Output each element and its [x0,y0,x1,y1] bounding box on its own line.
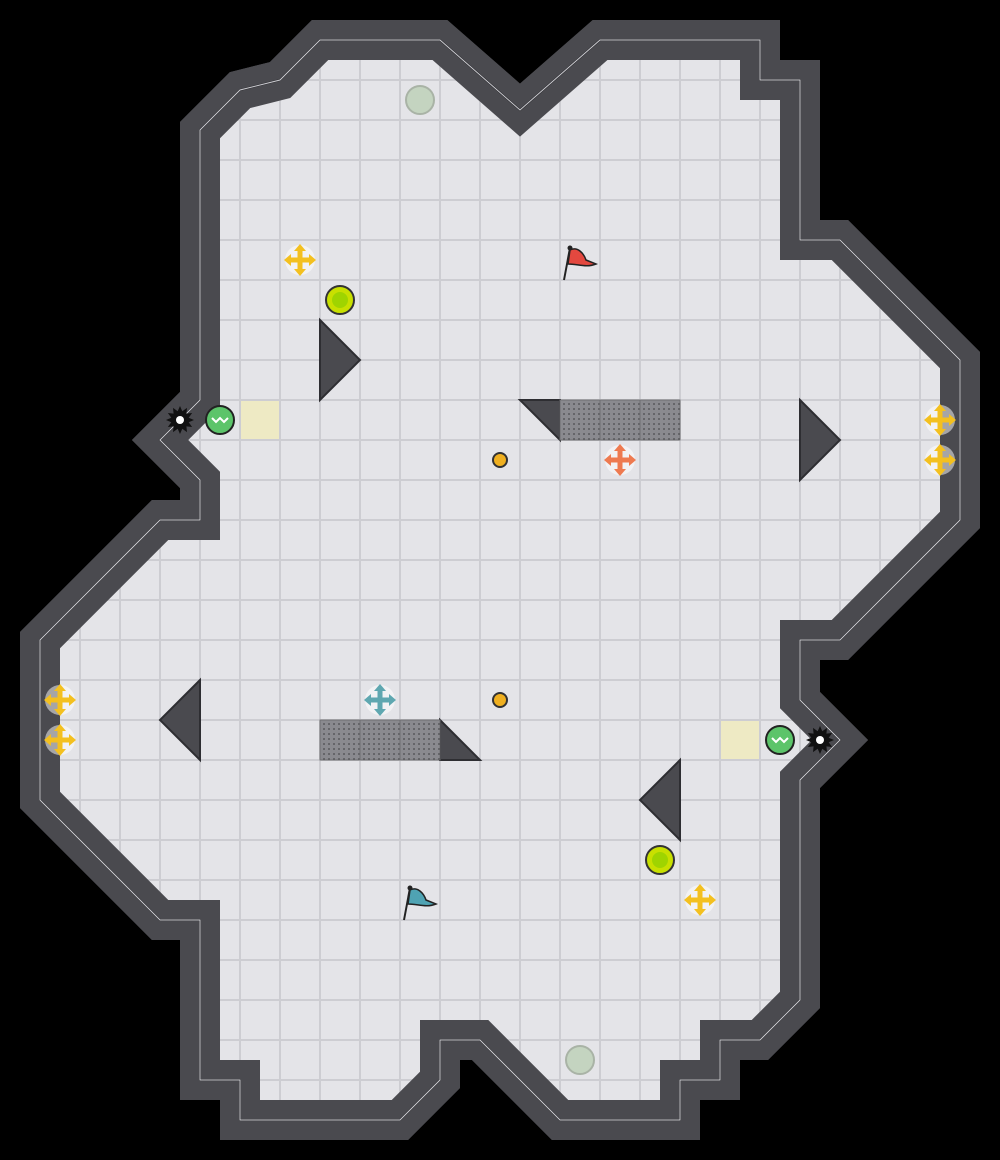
boost-arrows-icon [44,684,76,716]
marker-tile [721,721,759,759]
gate-icon [319,719,361,761]
spiked-bomb-icon [166,406,194,434]
spiked-bomb-icon [806,726,834,754]
flag-icon [403,885,439,921]
button-dot-icon [492,452,508,468]
powerup-orb-icon [325,285,355,315]
boost-arrows-icon [604,444,636,476]
gate-icon [359,719,401,761]
gate-icon [599,399,641,441]
gate-icon [399,719,441,761]
spike-icon [765,725,795,755]
boost-arrows-icon [364,684,396,716]
flag-icon [563,245,599,281]
marker-tile [241,401,279,439]
wall-spike-block [638,757,681,843]
gate-icon [639,399,681,441]
boost-arrows-icon [924,444,956,476]
powerup-orb-icon [645,845,675,875]
boost-arrows-icon [924,404,956,436]
spike-icon [205,405,235,435]
boost-arrows-icon [44,724,76,756]
boost-arrows-icon [284,244,316,276]
portal-icon [405,85,435,115]
portal-icon [565,1045,595,1075]
object-layer [44,85,956,1075]
wall-spike-block [319,317,362,403]
wall-spike-block [158,677,201,763]
wall-spike-block [799,397,842,483]
button-dot-icon [492,692,508,708]
boost-arrows-icon [684,884,716,916]
gate-icon [559,399,601,441]
